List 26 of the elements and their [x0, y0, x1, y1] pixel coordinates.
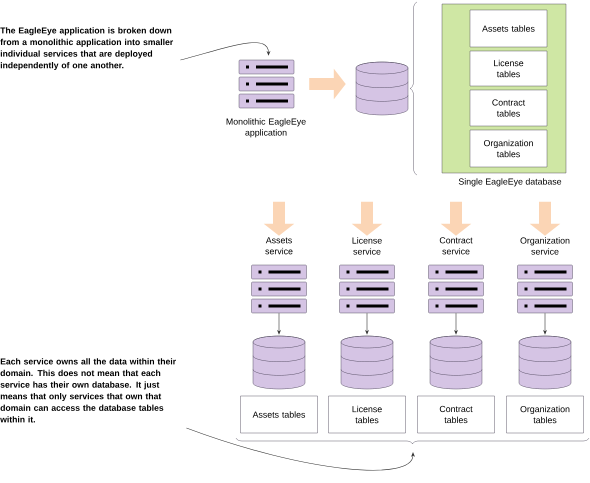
arrow — [180, 42, 271, 60]
node-label: License service — [352, 237, 382, 255]
node-label: Contract service — [440, 237, 473, 254]
database-cylinder — [340, 336, 394, 390]
annotation-text: Each service owns all the data within their domain. This does not mean that each service has their own database. It just means that only services that own that domain can access the database tables within it. — [0, 358, 176, 422]
database-cylinder — [356, 62, 408, 116]
database-cylinder — [430, 336, 482, 390]
service-server: Organization service — [517, 237, 573, 314]
node-label: Monolithic EagleEye application — [226, 118, 306, 138]
table-box: License tables — [470, 50, 548, 86]
table-box: Contract tables — [417, 396, 495, 434]
annotation-text: The EagleEye application is broken down from a monolithic application into smaller individual services that are deployed independently of one another. — [0, 27, 174, 70]
database-cylinder — [252, 336, 306, 390]
table-box: Contract tables — [470, 90, 548, 126]
table-box: Assets tables — [240, 396, 318, 434]
service-server: Assets service — [251, 237, 307, 314]
service-server: Contract service — [428, 237, 484, 314]
table-box: License tables — [328, 396, 406, 434]
database-cylinder — [518, 336, 572, 390]
table-box: Assets tables — [470, 10, 548, 48]
table-box: Organization tables — [506, 396, 584, 434]
service-server: License service — [339, 237, 395, 314]
node-label: Assets service — [265, 237, 293, 254]
table-box: Organization tables — [470, 130, 548, 168]
node-label: Organization service — [520, 237, 570, 255]
node-label: Single EagleEye database — [458, 178, 562, 186]
